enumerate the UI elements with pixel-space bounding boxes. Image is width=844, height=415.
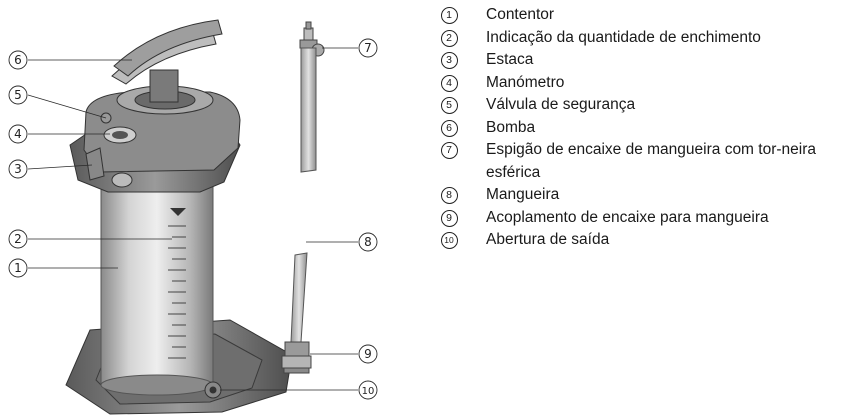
- callout-8: 8: [358, 232, 378, 252]
- legend-number: 2: [440, 29, 458, 47]
- legend-text: Válvula de segurança: [486, 96, 636, 113]
- svg-text:9: 9: [364, 347, 372, 361]
- legend-item-3: 3 Estaca: [438, 49, 838, 72]
- legend-text: Espigão de encaixe de mangueira com tor-…: [486, 141, 816, 181]
- sprayer-body: [65, 19, 293, 415]
- svg-text:3: 3: [14, 162, 22, 176]
- svg-text:4: 4: [14, 127, 22, 141]
- legend-text: Contentor: [486, 6, 555, 23]
- legend-number: 5: [440, 97, 458, 114]
- callout-line-5: [27, 94, 107, 119]
- legend-text: Estaca: [486, 51, 534, 68]
- hose-nozzle: [299, 21, 325, 173]
- legend-text: Manómetro: [486, 73, 565, 91]
- svg-text:2: 2: [14, 232, 22, 246]
- svg-text:10: 10: [362, 386, 375, 397]
- legend-number: 1: [440, 7, 458, 24]
- legend-number: 3: [440, 52, 458, 69]
- callout-lines: [27, 47, 358, 391]
- callout-3: 3: [8, 159, 28, 179]
- callout-line-3: [27, 164, 93, 170]
- callout-7: 7: [358, 38, 378, 58]
- hose: [290, 252, 308, 343]
- callout-4: 4: [8, 124, 28, 144]
- callout-5: 5: [8, 85, 28, 105]
- legend-item-7: 7 Espigão de encaixe de mangueira com tor…: [438, 139, 838, 184]
- callout-10: 10: [358, 380, 378, 400]
- hose-coupling: [281, 341, 312, 374]
- svg-text:7: 7: [364, 41, 372, 55]
- fill-level-scale: [168, 225, 186, 359]
- legend-number: 10: [440, 232, 458, 249]
- legend-item-2: 2 Indicação da quantidade de enchimento: [438, 27, 838, 50]
- callout-6: 6: [8, 50, 28, 70]
- legend-number: 8: [440, 187, 458, 204]
- legend-text: Bomba: [486, 118, 536, 136]
- callout-markers: 6 5 4 3 2 1 7 8 9 10: [8, 38, 378, 400]
- callout-2: 2: [8, 229, 28, 249]
- legend-text: Abertura de saída: [486, 231, 610, 248]
- legend-item-1: 1 Contentor: [438, 4, 838, 27]
- legend-text: Acoplamento de encaixe para mangueira: [486, 208, 769, 226]
- legend-text: Mangueira: [486, 186, 560, 203]
- svg-text:6: 6: [14, 53, 22, 67]
- legend-number: 9: [440, 209, 458, 227]
- legend-item-9: 9 Acoplamento de encaixe para mangueira: [438, 207, 838, 230]
- legend-item-8: 8 Mangueira: [438, 184, 838, 207]
- legend-item-5: 5 Válvula de segurança: [438, 94, 838, 117]
- legend-item-10: 10 Abertura de saída: [438, 229, 838, 252]
- legend-item-6: 6 Bomba: [438, 117, 838, 140]
- callout-9: 9: [358, 344, 378, 364]
- svg-text:1: 1: [14, 261, 22, 275]
- callout-1: 1: [8, 258, 28, 278]
- legend-number: 4: [440, 74, 458, 92]
- legend-item-4: 4 Manómetro: [438, 72, 838, 95]
- parts-legend: 1 Contentor 2 Indicação da quantidade de en…: [438, 4, 838, 252]
- legend-number: 7: [440, 142, 458, 159]
- svg-text:8: 8: [364, 235, 372, 249]
- legend-number: 6: [440, 119, 458, 137]
- svg-text:5: 5: [14, 88, 22, 102]
- legend-text: Indicação da quantidade de enchimento: [486, 28, 761, 46]
